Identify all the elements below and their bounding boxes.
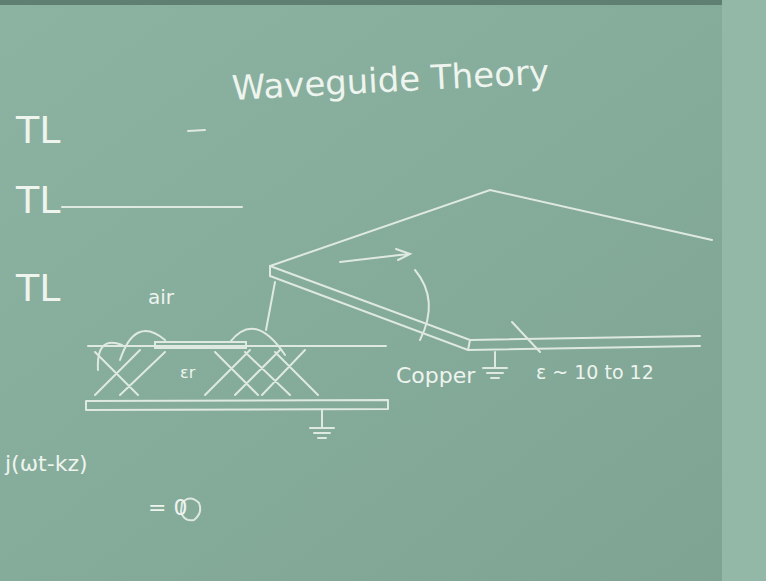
- board-edge: [722, 0, 766, 581]
- tl-label: TL: [16, 180, 60, 222]
- leader-line: [512, 322, 540, 352]
- tl-label: TL: [16, 110, 60, 152]
- board-frame: [0, 0, 766, 5]
- hatching: [95, 350, 318, 395]
- permittivity-note: ε ~ 10 to 12: [536, 362, 654, 383]
- medium-label: air: [148, 286, 174, 308]
- ground-plane: [86, 400, 388, 410]
- slab-top-face: [270, 190, 712, 266]
- connector-line: [266, 282, 275, 330]
- tl-line: [188, 130, 205, 131]
- wave-arrow: [340, 249, 410, 262]
- dielectric-top: [88, 345, 386, 347]
- ground-symbol: [483, 352, 507, 378]
- material-label: Copper: [396, 364, 475, 388]
- slab-front-edge: [270, 266, 700, 340]
- tl-line: [62, 206, 242, 208]
- strip-conductor: [155, 342, 246, 348]
- dielectric-label: εr: [180, 364, 195, 382]
- slab-side: [270, 266, 470, 350]
- phase-expression: j(ωt-kz): [5, 452, 88, 476]
- ground-symbol: [310, 410, 334, 438]
- tl-label: TL: [16, 268, 60, 310]
- slab-bottom-edge: [270, 276, 700, 350]
- equation-result: = 0: [148, 496, 187, 520]
- slab-cut: [415, 270, 429, 340]
